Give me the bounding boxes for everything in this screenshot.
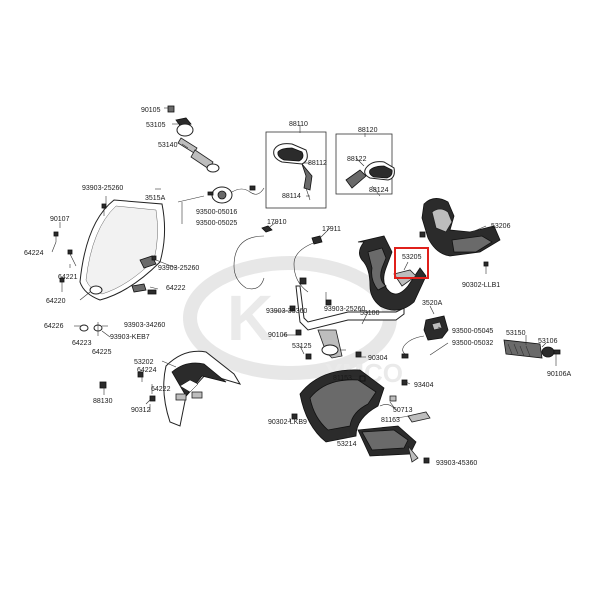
part-label: 53106: [538, 338, 558, 345]
highlight-box-53205: [394, 247, 429, 279]
part-label: 93903-KEB7: [110, 334, 150, 341]
part-label: 88112: [308, 160, 327, 167]
part-label: 93404: [414, 382, 434, 389]
handlebar: [295, 277, 405, 359]
part-label: 64226: [44, 323, 64, 330]
part-label: 53206: [491, 223, 511, 230]
handlebar-hardware: [289, 299, 362, 360]
windscreen-hardware: [53, 203, 157, 336]
part-label: 64225: [92, 349, 112, 356]
part-label: 64223: [72, 340, 92, 347]
part-label: 53202: [134, 359, 154, 366]
part-label: 93903-25260: [158, 265, 199, 272]
part-label: 64220: [46, 298, 66, 305]
part-label: 3515A: [145, 195, 166, 202]
part-label: 53125: [292, 343, 312, 350]
watermark-logo: K: [227, 282, 273, 354]
part-label: 53100: [360, 310, 380, 317]
part-label: 93903-45360: [436, 460, 477, 467]
part-label: 88120: [358, 127, 378, 134]
part-label: 64221: [58, 274, 78, 281]
part-label: 93903-34260: [124, 322, 165, 329]
leader-lines: [51, 107, 557, 462]
part-label: 88110: [289, 121, 308, 128]
part-label: 53105: [146, 122, 166, 129]
throttle-cables: [233, 225, 323, 293]
part-label: 90302-LKB9: [268, 419, 307, 426]
part-label: 93500-05032: [452, 340, 493, 347]
hardware-bottom-left: [99, 371, 156, 402]
cover-53206: [419, 198, 501, 274]
mirror-left: [265, 131, 327, 209]
handle-cover-53205: [357, 235, 429, 311]
part-label: 90106: [268, 332, 288, 339]
part-label: 53150: [506, 330, 526, 337]
part-label: 50713: [393, 407, 413, 414]
part-label: 93500-05025: [196, 220, 237, 227]
windscreen: [79, 199, 166, 301]
part-label: 93903-35360: [266, 308, 307, 315]
part-label: 64224: [24, 250, 44, 257]
switch-assembly: [401, 315, 449, 359]
part-label: 17911: [322, 226, 341, 233]
part-label: 90302-LLB1: [462, 282, 500, 289]
part-label-highlighted: 53205: [402, 254, 422, 261]
part-label: 93903-25260: [82, 185, 123, 192]
part-labels: 90105 53105 53140 88110 88112 88114 8812…: [24, 107, 571, 467]
part-label: 17910: [267, 219, 287, 226]
part-label: 64222: [151, 386, 171, 393]
part-label: 53140: [158, 142, 178, 149]
part-label: 88124: [369, 187, 389, 194]
part-label: 88114: [282, 193, 301, 200]
part-label: 81163: [381, 417, 400, 424]
part-label: 81153: [333, 375, 352, 382]
part-label: 3520A: [422, 300, 443, 307]
part-label: 64224: [137, 367, 157, 374]
part-label: 88122: [347, 156, 367, 163]
handle-grip-right: [503, 339, 561, 359]
mirror-right: [335, 133, 395, 195]
part-label: 90304: [368, 355, 388, 362]
part-label: 90105: [141, 107, 161, 114]
part-label: 93903-25260: [324, 306, 365, 313]
part-label: 64222: [166, 285, 186, 292]
front-cover-53202: [149, 350, 242, 427]
throttle-grip-assembly: [167, 105, 265, 204]
part-label: 53214: [337, 441, 357, 448]
part-label: 90106A: [547, 371, 571, 378]
part-label: 90312: [131, 407, 151, 414]
part-label: 93500-05016: [196, 209, 237, 216]
part-label: 93500-05045: [452, 328, 493, 335]
lower-cover-53214: [291, 369, 431, 464]
part-label: 88130: [93, 398, 113, 405]
part-label: 90107: [50, 216, 70, 223]
